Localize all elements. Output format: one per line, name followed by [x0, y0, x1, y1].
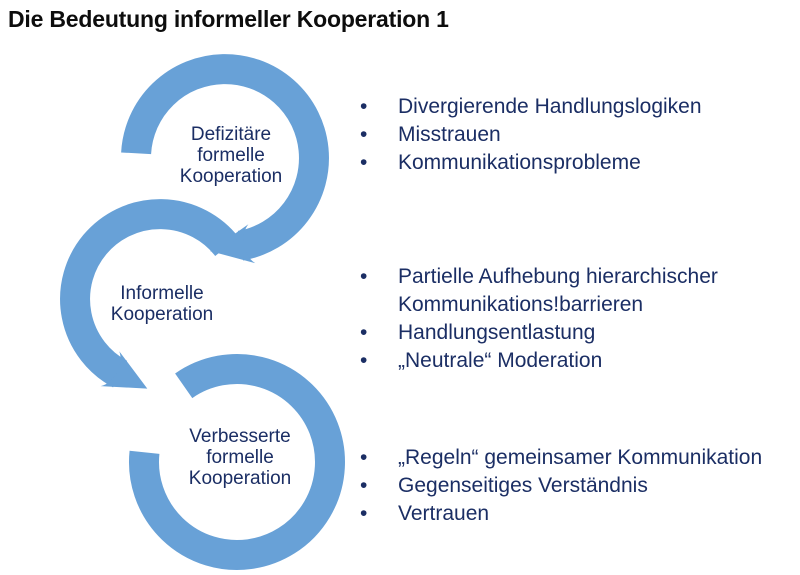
bullet-dot-icon: •	[360, 321, 368, 344]
bullet-text: Kommunikationsprobleme	[398, 151, 641, 174]
bullet-text: Partielle Aufhebung hierarchischer Kommu…	[398, 265, 718, 316]
bullet-dot-icon: •	[360, 123, 368, 146]
bullet-item: • „Neutrale“ Moderation	[352, 347, 792, 375]
bullet-dot-icon: •	[360, 474, 368, 497]
bullet-text: Misstrauen	[398, 123, 501, 146]
bullet-item: • Misstrauen	[352, 121, 792, 149]
bullet-text: Divergierende Handlungslogiken	[398, 95, 702, 118]
bullet-item: • Gegenseitiges Verständnis	[352, 472, 792, 500]
bullet-text: Vertrauen	[398, 502, 490, 525]
stage-label-line: Kooperation	[179, 166, 283, 187]
bullet-group-stage1: • Divergierende Handlungslogiken • Misstrau…	[352, 93, 792, 177]
stage2-ring-arrow-icon	[60, 199, 239, 389]
bullet-item: • „Regeln“ gemeinsamer Kommunikation	[352, 444, 792, 472]
bullet-group-stage2: • Partielle Aufhebung hierarchischer Komm…	[352, 263, 792, 375]
bullet-dot-icon: •	[360, 265, 368, 288]
stage-label-line: Kooperation	[110, 304, 214, 325]
bullet-item: • Kommunikationsprobleme	[352, 149, 792, 177]
stage-label-line: formelle	[206, 447, 274, 468]
bullet-item: • Handlungsentlastung	[352, 319, 792, 347]
bullet-dot-icon: •	[360, 95, 368, 118]
bullet-text: Gegenseitiges Verständnis	[398, 474, 648, 497]
bullet-group-stage3: • „Regeln“ gemeinsamer Kommunikation • Gege…	[352, 444, 792, 528]
bullet-text: Handlungsentlastung	[398, 321, 596, 344]
bullet-dot-icon: •	[360, 446, 368, 469]
stage-label-improved-formal-cooperation: Verbesserte formelle Kooperation	[140, 426, 340, 489]
stage-label-line: Kooperation	[188, 468, 292, 489]
stage-label-informal-cooperation: Informelle Kooperation	[62, 283, 262, 325]
bullet-item: • Divergierende Handlungslogiken	[352, 93, 792, 121]
bullet-item: • Partielle Aufhebung hierarchischer Komm…	[352, 263, 792, 319]
stage-label-line: Defizitäre	[190, 124, 272, 145]
bullet-dot-icon: •	[360, 151, 368, 174]
stage-label-deficient-formal-cooperation: Defizitäre formelle Kooperation	[131, 124, 331, 187]
stage1-ring-arrow-icon	[121, 54, 329, 264]
bullet-dot-icon: •	[360, 349, 368, 372]
slide-title: Die Bedeutung informeller Kooperation 1	[8, 6, 449, 32]
stage-label-line: Verbesserte	[189, 426, 291, 447]
stage-label-line: formelle	[197, 145, 265, 166]
stage-label-line: Informelle	[120, 283, 204, 304]
bullet-text: „Regeln“ gemeinsamer Kommunikation	[398, 446, 763, 469]
stage3-ring-icon	[129, 354, 345, 570]
bullet-text: „Neutrale“ Moderation	[398, 349, 603, 372]
bullet-item: • Vertrauen	[352, 500, 792, 528]
bullet-dot-icon: •	[360, 502, 368, 525]
